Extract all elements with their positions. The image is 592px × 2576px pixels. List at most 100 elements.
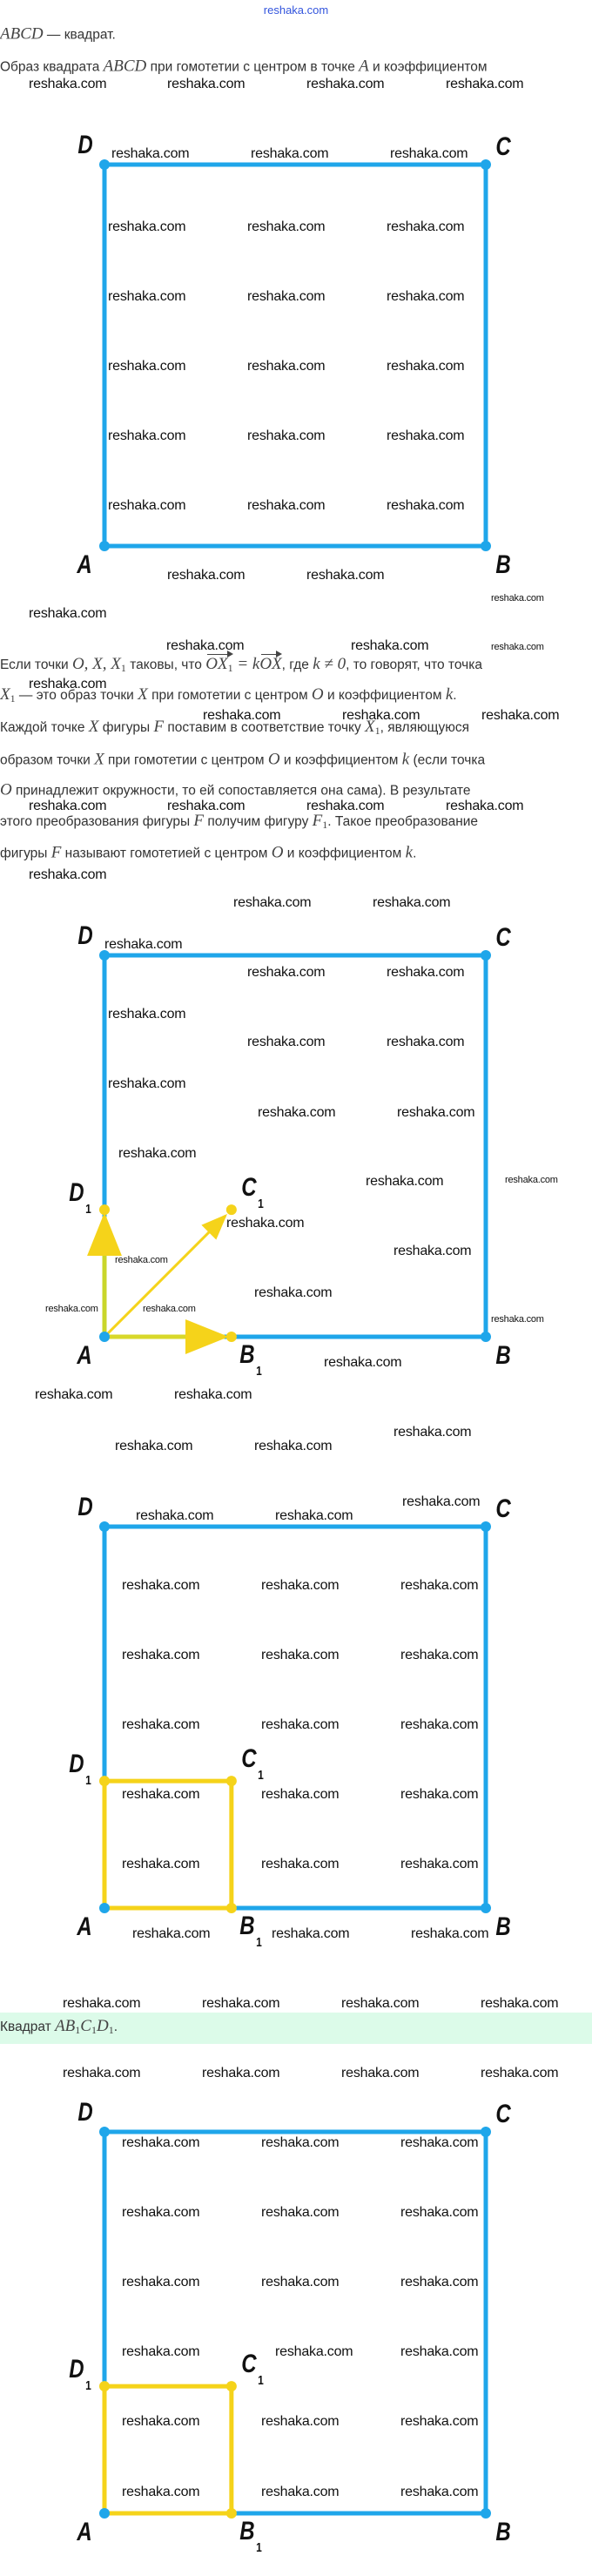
math-expression: O: [0, 781, 12, 799]
watermark: reshaka.com: [400, 1648, 479, 1662]
subscript: 1: [10, 692, 16, 705]
math-text: C: [80, 2017, 91, 2035]
text-segment: — это образ точки: [15, 688, 138, 703]
vertex-letter: D: [77, 921, 93, 950]
text-segment: .: [453, 688, 457, 703]
vertex-dot: [99, 2508, 110, 2519]
watermark: reshaka.com: [247, 359, 326, 374]
watermark: reshaka.com: [108, 289, 186, 304]
site-header-link[interactable]: reshaka.com: [263, 3, 329, 17]
vertex-label-c1: C1: [241, 1744, 264, 1783]
vertex-dot: [99, 1332, 110, 1342]
watermark: reshaka.com: [108, 219, 186, 234]
watermark: reshaka.com: [167, 77, 246, 91]
math-expression: A: [359, 57, 369, 76]
text-segment: , где: [281, 657, 313, 672]
text-segment: и коэффициентом: [323, 688, 446, 703]
subscript: 1: [91, 2024, 97, 2036]
vertex-label-c1: C1: [241, 2350, 264, 2388]
math-text: OX: [259, 655, 282, 673]
vertex-letter: B: [239, 1340, 255, 1369]
watermark: reshaka.com: [63, 2066, 141, 2080]
math-expression: k: [402, 751, 409, 769]
text-segment: и коэффициентом: [283, 846, 406, 861]
text-segment: .: [113, 2020, 118, 2034]
square-abcd: [102, 953, 488, 1339]
watermark: reshaka.com: [411, 1926, 489, 1941]
text-segment: фигуры: [0, 846, 51, 861]
vertex-letter: D: [77, 1493, 93, 1521]
square-abcd: [102, 162, 488, 549]
vertex-dot: [99, 950, 110, 961]
watermark: reshaka.com: [111, 146, 190, 161]
math-expression: ABCD: [0, 25, 44, 44]
math-text: F: [193, 812, 205, 830]
vertex-letter: C: [241, 1173, 257, 1203]
math-text: k: [405, 843, 414, 862]
subscript: 1: [108, 2024, 114, 2036]
theory-line: Каждой точке X фигуры F поставим в соотв…: [0, 718, 469, 739]
vertex-dot: [481, 1903, 491, 1913]
vertex-label-d1: D1: [69, 2355, 91, 2393]
vertex-letter: C: [241, 2350, 257, 2379]
subscript: 1: [374, 725, 380, 737]
math-text: X: [365, 718, 375, 736]
watermark: reshaka.com: [104, 937, 183, 952]
watermark: reshaka.com: [387, 289, 465, 304]
vertex-letter: A: [77, 2518, 92, 2546]
subscript: 1: [258, 2373, 264, 2389]
vertex-label-d1: D1: [69, 1178, 91, 1217]
vertex-label-c: C: [495, 923, 510, 953]
vertex-dot: [481, 1332, 491, 1342]
vertex-letter: D: [69, 1750, 84, 1779]
watermark: reshaka.com: [400, 2344, 479, 2359]
math-text: X: [88, 718, 99, 736]
watermark: reshaka.com: [491, 1314, 544, 1325]
watermark: reshaka.com: [258, 1105, 336, 1120]
vertex-dot: [481, 2508, 491, 2519]
math-expression: ABCD: [104, 57, 147, 76]
answer-line: Квадрат AB1C1D1.: [0, 2018, 118, 2039]
watermark: reshaka.com: [35, 1387, 113, 1402]
vertex-label-d1: D1: [69, 1750, 91, 1788]
watermark: reshaka.com: [29, 606, 107, 621]
image-vertex-dot: [225, 1903, 237, 1913]
vertex-label-d: D: [77, 2098, 92, 2128]
theory-line: образом точки X при гомотетии с центром …: [0, 750, 485, 770]
text-segment: .: [413, 846, 417, 861]
square-ab1c1d1: [102, 1778, 234, 1911]
watermark: reshaka.com: [143, 1304, 196, 1314]
watermark: reshaka.com: [45, 1304, 98, 1314]
math-text: k: [401, 750, 410, 769]
text-segment: Образ квадрата: [0, 59, 104, 75]
watermark: reshaka.com: [247, 428, 326, 443]
watermark: reshaka.com: [108, 428, 186, 443]
math-expression: F: [193, 812, 204, 830]
watermark: reshaka.com: [387, 1035, 465, 1049]
text-segment: называют гомотетией с центром: [61, 846, 272, 861]
vector-ac1: [103, 1214, 227, 1339]
watermark: reshaka.com: [261, 2275, 340, 2289]
math-expression: k ≠ 0: [313, 655, 346, 673]
text-segment: , то говорят, что точка: [346, 657, 482, 672]
vertex-letter: C: [495, 923, 511, 952]
text-segment: Если точки: [0, 657, 72, 672]
watermark: reshaka.com: [63, 1996, 141, 2011]
watermark: reshaka.com: [136, 1508, 214, 1523]
math-text: O: [267, 750, 280, 769]
vertex-label-a: A: [77, 1341, 91, 1371]
watermark: reshaka.com: [254, 1439, 333, 1453]
watermark: reshaka.com: [351, 638, 429, 653]
image-vertex-dot: [225, 2508, 237, 2519]
vertex-label-a: A: [77, 1912, 91, 1942]
text-segment: Квадрат: [0, 2020, 56, 2034]
task-line: Образ квадрата ABCD при гомотетии с цент…: [0, 57, 488, 77]
watermark: reshaka.com: [174, 1387, 252, 1402]
vector-expression: OX: [259, 651, 282, 673]
watermark: reshaka.com: [261, 2205, 340, 2220]
watermark: reshaka.com: [167, 568, 246, 583]
watermark: reshaka.com: [306, 77, 385, 91]
watermark: reshaka.com: [387, 428, 465, 443]
